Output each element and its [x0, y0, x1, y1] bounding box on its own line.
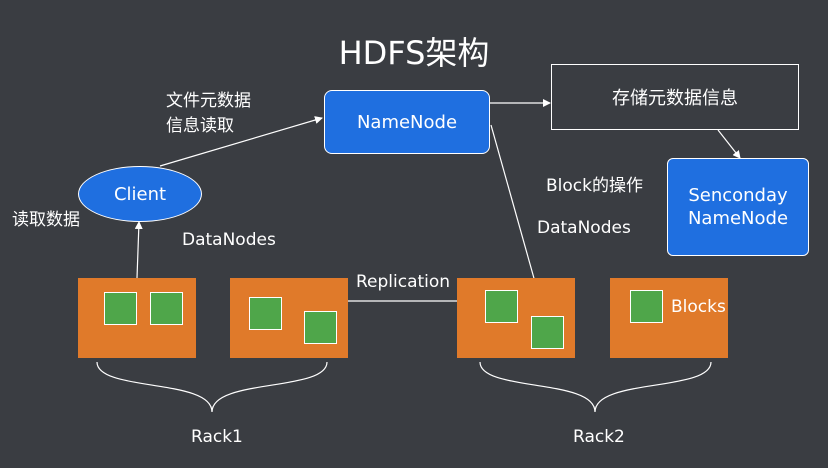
rack1-label: Rack1: [191, 427, 243, 447]
block: [531, 316, 564, 349]
page-title: HDFS架构: [338, 34, 490, 72]
block: [485, 290, 518, 323]
metadata-storage-box: 存储元数据信息: [551, 64, 799, 130]
datanode-rack2-a: [457, 278, 575, 358]
datanodes-right-label: DataNodes: [537, 218, 631, 238]
read-data-label: 读取数据: [12, 210, 80, 230]
block-ops-label: Block的操作: [546, 176, 643, 196]
block: [630, 290, 663, 323]
secondary-namenode-line1: Senconday: [688, 185, 788, 206]
read-metadata-label-line1: 文件元数据: [166, 91, 251, 111]
secondary-namenode: Senconday NameNode: [667, 158, 809, 256]
read-metadata-label-line2: 信息读取: [166, 116, 234, 136]
blocks-label: Blocks: [671, 297, 726, 317]
client-node: Client: [78, 166, 202, 222]
datanode-rack1-a: [78, 278, 196, 358]
namenode: NameNode: [324, 90, 490, 154]
block: [104, 292, 137, 325]
rack2-brace: [479, 361, 712, 413]
rack1-brace: [96, 361, 328, 413]
client-label: Client: [113, 183, 167, 205]
namenode-label: NameNode: [356, 111, 458, 133]
datanode-rack1-b: [230, 278, 348, 358]
datanodes-left-label: DataNodes: [182, 230, 276, 250]
block: [249, 297, 282, 330]
datanode-rack2-b: Blocks: [610, 278, 728, 358]
client-to-namenode-arrow: [159, 116, 323, 167]
replication-label: Replication: [356, 272, 451, 292]
metadata-to-secondary-arrow: [717, 129, 741, 159]
rack2-label: Rack2: [573, 427, 625, 447]
secondary-namenode-line2: NameNode: [687, 208, 789, 229]
block: [150, 292, 183, 325]
datanode-to-client-arrow: [134, 221, 143, 279]
block: [304, 311, 337, 344]
metadata-storage-label: 存储元数据信息: [612, 88, 738, 109]
